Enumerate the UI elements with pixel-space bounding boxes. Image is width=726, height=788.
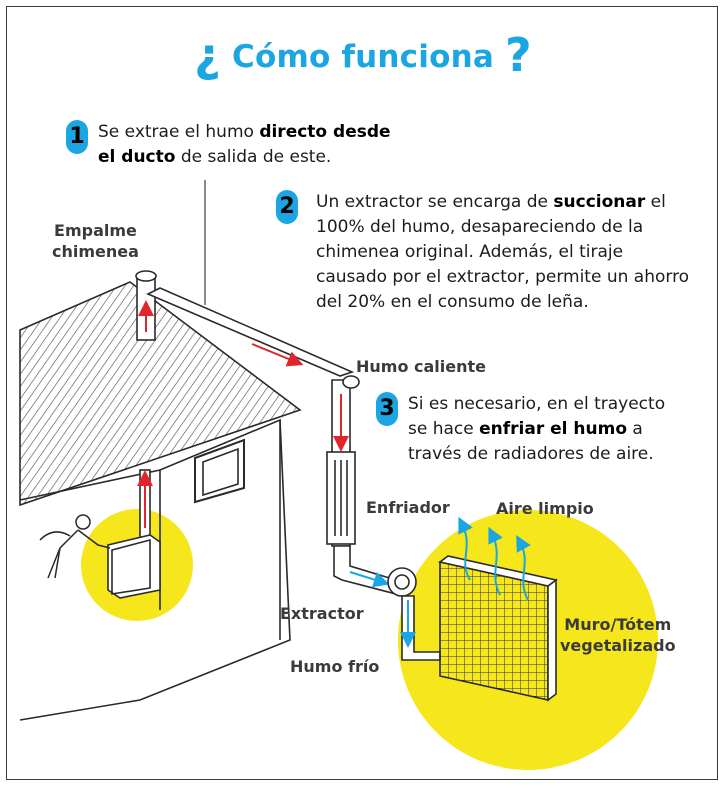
cooler xyxy=(326,451,356,545)
extractor-fan xyxy=(387,567,417,597)
step-1-text: Se extrae el humo directo desde el ducto… xyxy=(98,122,391,167)
label-humo-caliente: Humo caliente xyxy=(356,357,487,376)
step-3-text: Si es necesario, en el trayecto se hace … xyxy=(408,394,666,464)
title-close-mark: ? xyxy=(504,28,532,82)
extractor-blue-arrow xyxy=(349,571,390,588)
step-2-text: Un extractor se encarga de succionar el … xyxy=(316,192,690,312)
step-3: 3 Si es necesario, en el trayecto se hac… xyxy=(376,392,665,467)
extractor-pipe xyxy=(333,545,397,596)
person-figure xyxy=(39,514,111,579)
step-1-badge: 1 xyxy=(66,120,88,154)
label-aire-limpio: Aire limpio xyxy=(496,499,594,518)
clean-air-arrows xyxy=(458,516,531,601)
infographic-frame xyxy=(6,6,718,780)
title-open-mark: ¿ xyxy=(194,28,222,82)
page-title: ¿ Cómo funciona ? xyxy=(0,28,726,82)
step-2: 2 Un extractor se encarga de succionar e… xyxy=(276,190,689,315)
label-extractor: Extractor xyxy=(280,604,364,623)
label-humo-frio: Humo frío xyxy=(290,657,380,676)
roof xyxy=(19,281,302,507)
title-text: Cómo funciona xyxy=(232,39,494,75)
label-enfriador: Enfriador xyxy=(366,498,450,517)
step-1: 1 Se extrae el humo directo desde el duc… xyxy=(66,120,391,170)
step-2-badge: 2 xyxy=(276,190,298,224)
step-3-badge: 3 xyxy=(376,392,398,426)
duct-red-arrow xyxy=(251,343,304,367)
vegetated-wall xyxy=(438,555,558,702)
